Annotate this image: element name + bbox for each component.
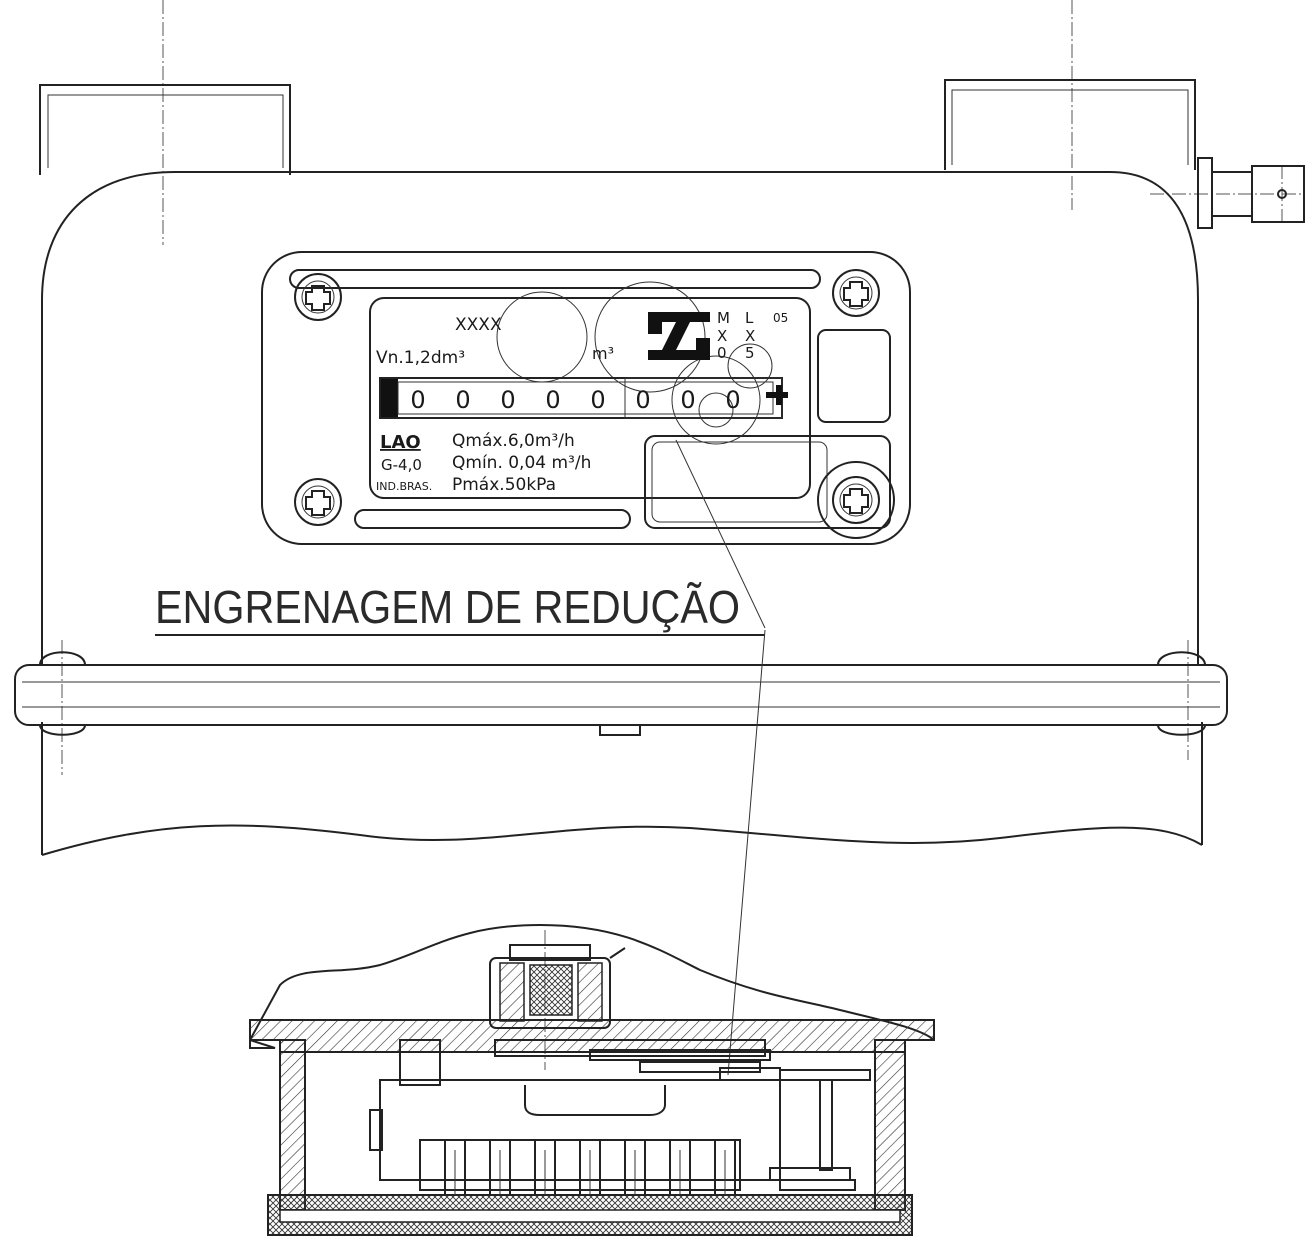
counter-digit-7: 0 (680, 386, 695, 414)
screw-top-right-icon (832, 269, 880, 317)
meter-lower-body (41, 722, 1203, 856)
side-fitting (1197, 157, 1305, 229)
approval-mark-2: X (745, 327, 755, 345)
base-flange (14, 651, 1228, 736)
approval-mark-1: X (717, 327, 727, 345)
plate-pmax: Pmáx.50kPa (452, 475, 556, 495)
connection-boss-left (39, 84, 291, 175)
construction-circles (496, 281, 773, 445)
counter-digit-3: 0 (500, 386, 515, 414)
counter-digit-6: 0 (635, 386, 650, 414)
plate-model: G-4,0 (381, 456, 422, 474)
approval-letter-l: L (745, 309, 754, 327)
connection-boss-right (944, 79, 1196, 170)
approval-digit-2: 5 (745, 344, 755, 362)
leader-line (675, 439, 766, 1076)
reduction-gear-caption: ENGRENAGEM DE REDUÇÃO (155, 581, 740, 633)
plate-nominal-volume: Vn.1,2dm³ (376, 348, 465, 368)
approval-letter-m: M (717, 309, 730, 327)
screw-bottom-right-icon (817, 461, 895, 539)
name-plate (261, 251, 911, 545)
reduction-gear-section-view (249, 923, 935, 1236)
plate-origin: IND.BRAS. (376, 480, 432, 493)
plate-qmax: Qmáx.6,0m³/h (452, 431, 575, 451)
plate-qmin: Qmín. 0,04 m³/h (452, 453, 591, 473)
screw-bottom-left-icon (294, 478, 342, 526)
odometer-counter (379, 377, 788, 419)
counter-digit-8: 0 (725, 386, 740, 414)
counter-digit-2: 0 (455, 386, 470, 414)
counter-digit-1: 0 (410, 386, 425, 414)
plate-unit: m³ (592, 344, 614, 363)
counter-digit-5: 0 (590, 386, 605, 414)
meter-body (41, 171, 1199, 665)
plate-brand-logo: LAO (380, 432, 421, 453)
plate-serial: XXXX (455, 315, 502, 335)
certification-logo-icon (648, 312, 710, 360)
counter-digit-4: 0 (545, 386, 560, 414)
screw-top-left-icon (294, 273, 342, 321)
center-lines (61, 0, 1305, 1070)
approval-digit-1: 0 (717, 344, 727, 362)
approval-year: 05 (773, 311, 788, 325)
